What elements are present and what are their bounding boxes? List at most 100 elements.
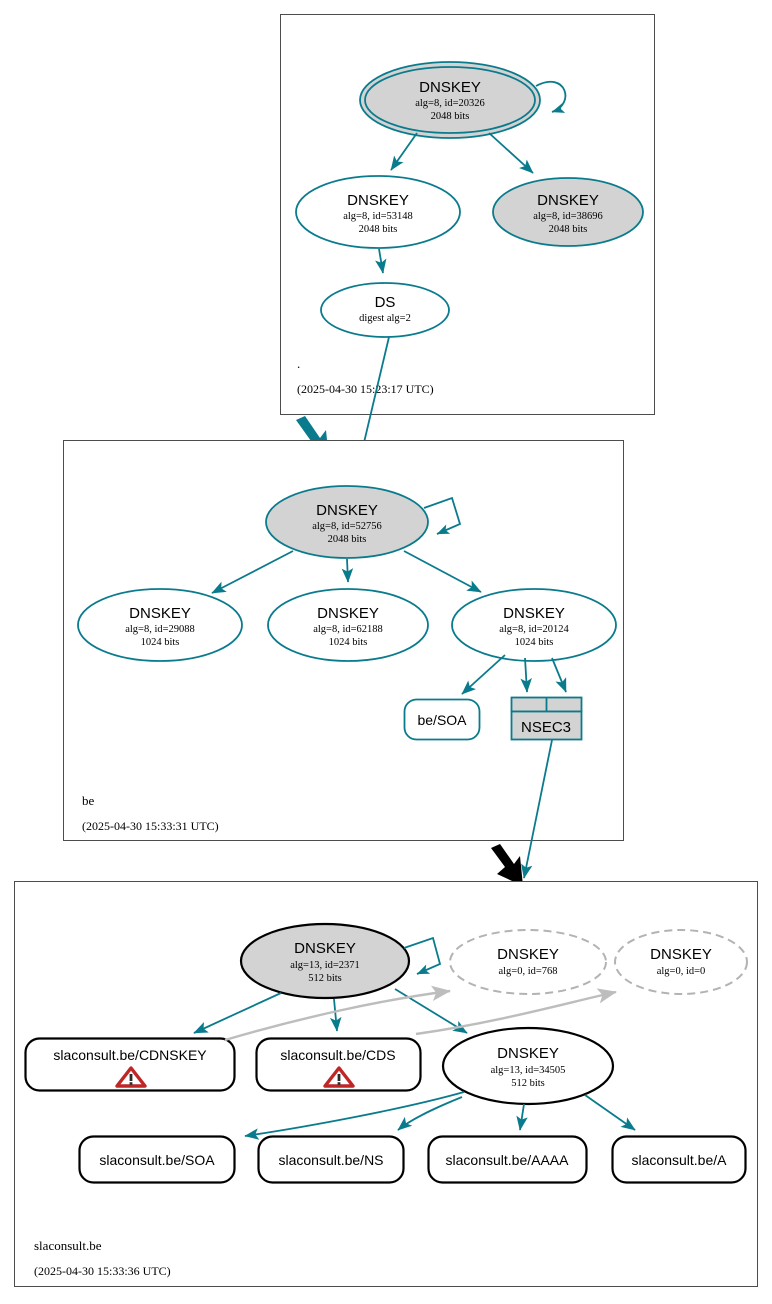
rrset-label: slaconsult.be/NS [278,1152,383,1168]
edge-cds-to-dnskey-0 [415,988,617,1036]
rrset-box [78,1135,236,1184]
dnskey-ellipse [451,588,617,662]
edge-root-ksk-to-53148 [390,132,418,171]
node-title: DNSKEY [650,946,712,963]
node-subtitle-alg-id: alg=8, id=20124 [499,624,569,635]
node-root-ds[interactable]: DS digest alg=2 [320,282,450,338]
edge-sla-34505-to-soa [244,1091,465,1140]
rrset-label: slaconsult.be/SOA [99,1152,215,1168]
node-be-soa-rrset[interactable]: be/SOA [403,698,481,741]
edge-self-sign-sla-ksk [403,936,442,975]
node-sla-cdnskey-rrset[interactable]: slaconsult.be/CDNSKEY [24,1037,236,1092]
node-root-dnskey-53148[interactable]: DNSKEY alg=8, id=53148 2048 bits [295,175,461,249]
node-sla-dnskey-0[interactable]: DNSKEY alg=0, id=0 [614,929,748,995]
trust-anchor-inner-ellipse [364,66,536,134]
node-title: DNSKEY [503,605,565,622]
node-subtitle-digest: digest alg=2 [359,313,411,324]
node-title: DNSKEY [317,605,379,622]
rrset-label: slaconsult.be/AAAA [446,1152,570,1168]
node-sla-dnskey-2371[interactable]: DNSKEY alg=13, id=2371 512 bits [239,922,411,1000]
node-sla-a-rrset[interactable]: slaconsult.be/A [611,1135,747,1184]
zone-be-name: be [82,793,95,808]
edge-self-sign-root-ksk [535,80,567,113]
node-subtitle-bits: 1024 bits [515,637,554,648]
node-title: DNSKEY [419,79,481,96]
node-sla-cds-rrset[interactable]: slaconsult.be/CDS [255,1037,422,1092]
edge-self-sign-be-ksk [423,496,462,535]
edge-root-ksk-to-38696 [488,132,534,174]
zone-root-name: . [297,356,300,371]
node-title: DNSKEY [497,946,559,963]
edge-be-20124-to-soa [461,654,506,695]
rrset-label: slaconsult.be/CDNSKEY [53,1047,207,1063]
rrset-label: slaconsult.be/A [632,1152,728,1168]
rrset-box [24,1037,236,1092]
node-be-dnskey-29088[interactable]: DNSKEY alg=8, id=29088 1024 bits [77,588,243,662]
node-root-dnskey-20326[interactable]: DNSKEY alg=8, id=20326 2048 bits [359,61,541,139]
node-title: DNSKEY [497,1045,559,1062]
node-title: DNSKEY [294,940,356,957]
zone-be-timestamp: (2025-04-30 15:33:31 UTC) [82,819,219,833]
dnskey-ellipse [267,588,429,662]
edge-sla-34505-to-a [584,1094,636,1131]
dnskey-ellipse [265,485,429,559]
node-subtitle-bits: 2048 bits [549,224,588,235]
node-root-dnskey-38696[interactable]: DNSKEY alg=8, id=38696 2048 bits [492,177,644,247]
rrset-box [427,1135,588,1184]
node-be-nsec3[interactable]: NSEC3 [510,696,583,741]
node-subtitle-alg-id: alg=13, id=2371 [290,960,360,971]
delegation-arrow-be-to-slaconsult [491,844,523,886]
zone-root-timestamp: (2025-04-30 15:23:17 UTC) [297,382,434,396]
zone-be: DNSKEY alg=8, id=52756 2048 bits DNSKEY … [63,440,624,841]
node-be-dnskey-52756[interactable]: DNSKEY alg=8, id=52756 2048 bits [265,485,429,559]
dnskey-ellipse [295,175,461,249]
node-sla-dnskey-768[interactable]: DNSKEY alg=0, id=768 [449,929,607,995]
edge-sla-34505-to-aaaa [516,1103,528,1131]
rrset-box [403,698,481,741]
node-title: DS [375,294,396,311]
rrset-box [611,1135,747,1184]
node-subtitle-alg-id: alg=0, id=768 [498,966,557,977]
node-subtitle-alg-id: alg=13, id=34505 [491,1065,566,1076]
zone-slaconsult-timestamp: (2025-04-30 15:33:36 UTC) [34,1264,171,1278]
edge-sla-ksk-to-cds [329,998,342,1032]
edge-be-nsec3-to-sla-zone [521,739,553,879]
node-subtitle-alg-id: alg=8, id=53148 [343,211,413,222]
dnskey-ellipse [492,177,644,247]
node-sla-dnskey-34505[interactable]: DNSKEY alg=13, id=34505 512 bits [441,1026,615,1106]
node-subtitle-alg-id: alg=8, id=29088 [125,624,195,635]
node-subtitle-alg-id: alg=8, id=38696 [533,211,603,222]
node-subtitle-bits: 1024 bits [329,637,368,648]
edge-sla-34505-to-ns [397,1096,463,1131]
warning-triangle-icon [115,1066,147,1088]
node-subtitle-alg-id: alg=8, id=62188 [313,624,383,635]
node-title: DNSKEY [129,605,191,622]
edge-root-53148-to-ds [375,248,387,274]
node-sla-aaaa-rrset[interactable]: slaconsult.be/AAAA [427,1135,588,1184]
dnskey-ellipse-dashed [449,929,607,995]
edge-be-20124-to-nsec3-b [551,657,567,693]
node-sla-soa-rrset[interactable]: slaconsult.be/SOA [78,1135,236,1184]
node-subtitle-alg-id: alg=8, id=20326 [415,98,485,109]
edge-sla-ksk-to-cdnskey [193,992,282,1034]
node-subtitle-alg-id: alg=8, id=52756 [312,521,382,532]
node-be-dnskey-20124[interactable]: DNSKEY alg=8, id=20124 1024 bits [451,588,617,662]
rrset-label: be/SOA [417,712,467,728]
node-subtitle-bits: 2048 bits [359,224,398,235]
dnskey-ellipse [239,922,411,1000]
edge-cdnskey-to-dnskey-768 [224,985,451,1042]
node-subtitle-bits: 1024 bits [141,637,180,648]
node-subtitle-bits: 512 bits [308,973,342,984]
zone-slaconsult-name: slaconsult.be [34,1238,102,1253]
dnskey-ellipse [77,588,243,662]
node-subtitle-bits: 2048 bits [328,534,367,545]
nsec3-body-cell [510,710,583,741]
node-subtitle-bits: 512 bits [511,1078,545,1089]
node-sla-ns-rrset[interactable]: slaconsult.be/NS [257,1135,405,1184]
ds-ellipse [320,282,450,338]
node-be-dnskey-62188[interactable]: DNSKEY alg=8, id=62188 1024 bits [267,588,429,662]
rrset-box [257,1135,405,1184]
warning-triangle-icon [323,1066,355,1088]
node-subtitle-bits: 2048 bits [431,111,470,122]
node-subtitle-alg-id: alg=0, id=0 [657,966,706,977]
